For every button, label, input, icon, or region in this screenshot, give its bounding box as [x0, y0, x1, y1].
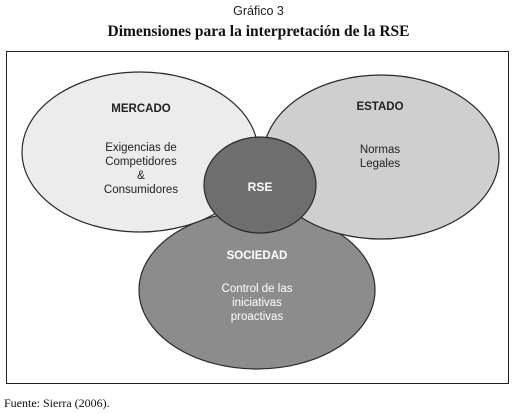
- mercado-label: MERCADO: [111, 103, 170, 115]
- sociedad-label: SOCIEDAD: [227, 250, 288, 262]
- estado-label: ESTADO: [356, 101, 403, 113]
- rse-ellipse: [203, 136, 317, 234]
- rse-label: RSE: [248, 180, 273, 194]
- sociedad-line-1: Control de las: [222, 283, 293, 295]
- mercado-line-1: Exigencias de: [105, 142, 177, 154]
- mercado-line-3: &: [137, 170, 145, 182]
- sociedad-line-3: proactivas: [231, 311, 284, 323]
- figure-title: Dimensiones para la interpretación de la…: [107, 23, 410, 40]
- figure-caption: Gráfico 3: [233, 4, 284, 18]
- estado-line-1: Normas: [360, 144, 401, 156]
- figure-source: Fuente: Sierra (2006).: [4, 396, 110, 410]
- mercado-line-2: Competidores: [105, 156, 177, 168]
- estado-line-2: Legales: [360, 158, 401, 170]
- mercado-line-4: Consumidores: [104, 184, 178, 196]
- sociedad-line-2: iniciativas: [232, 297, 282, 309]
